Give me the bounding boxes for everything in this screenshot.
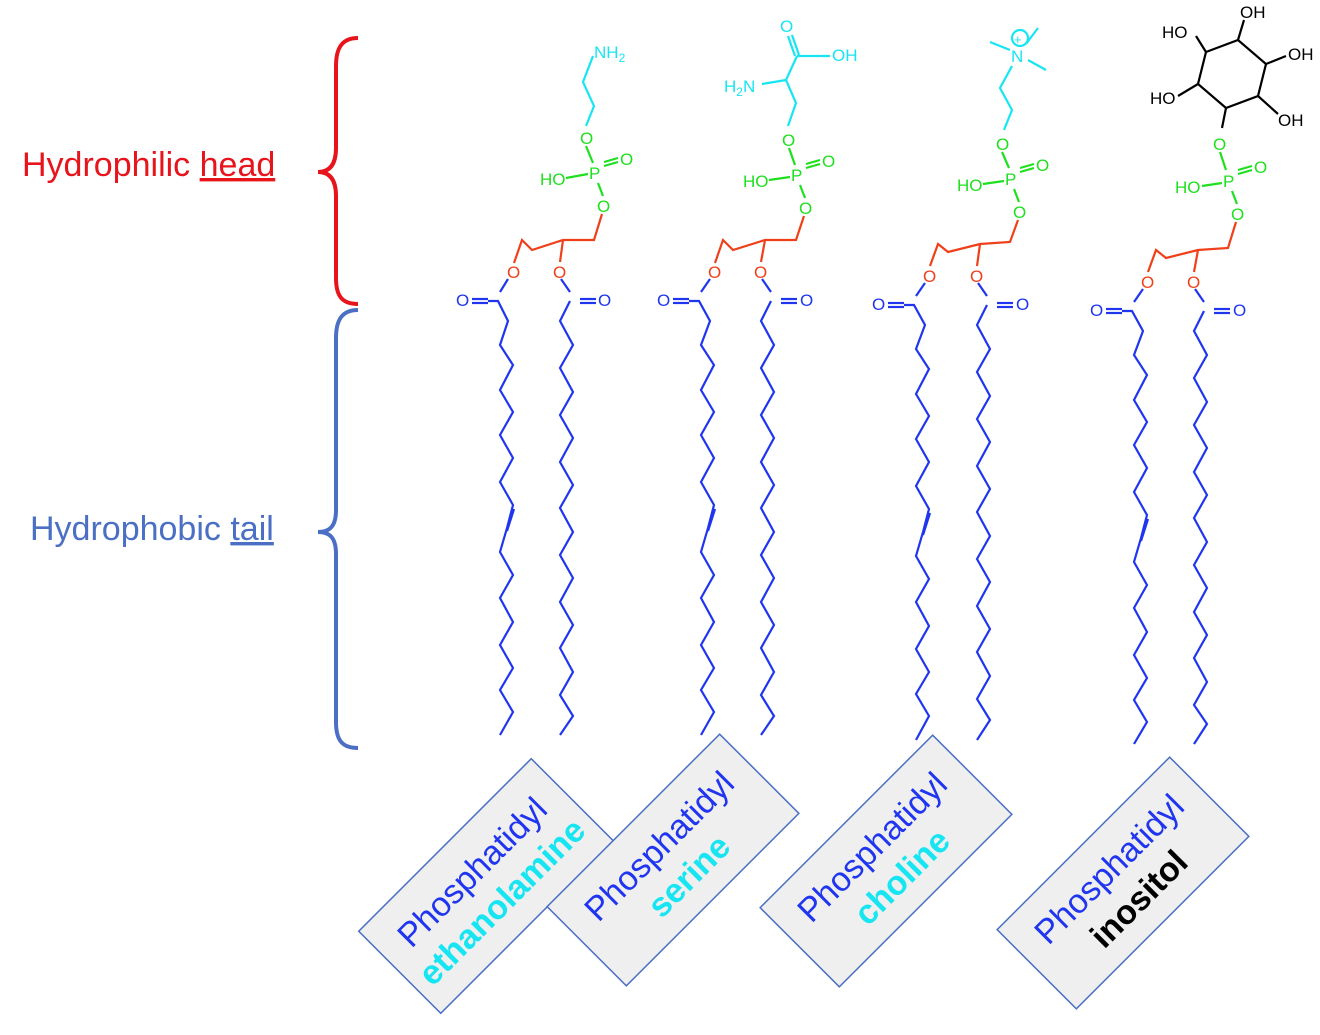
glycerol-inositol [1146, 221, 1238, 273]
o-label: O [923, 267, 936, 286]
head-group-choline [989, 27, 1047, 131]
o-label: O [1090, 301, 1103, 320]
p-label: P [1005, 170, 1016, 189]
glycerol-serine [713, 215, 806, 264]
ho-label: HO [743, 172, 769, 191]
tails-serine [673, 278, 797, 736]
o-label: O [1231, 205, 1244, 224]
o-label: O [708, 263, 721, 282]
o-label: O [1254, 158, 1267, 177]
glycerol-ethanolamine [512, 213, 604, 264]
plus-charge: + [1014, 32, 1022, 47]
o-label: O [1187, 273, 1200, 292]
tails-ethanolamine [472, 278, 596, 736]
phosphate-serine [768, 147, 821, 199]
name-box-inositol: Phosphatidyl inositol [996, 756, 1250, 1010]
o-label: O [1036, 156, 1049, 175]
tails-inositol [1106, 288, 1230, 745]
o-label: O [800, 291, 813, 310]
o-label: O [1141, 273, 1154, 292]
o-label: O [456, 291, 469, 310]
nh2-label: NH2 [594, 43, 626, 65]
phosphate-choline [982, 151, 1035, 203]
o-label: O [553, 263, 566, 282]
p-label: P [589, 164, 600, 183]
o-label: O [1233, 301, 1246, 320]
molecule-serine: O OH H2N O P O HO O O O [657, 17, 858, 736]
head-group-serine [761, 34, 830, 127]
oh-label: OH [1278, 111, 1304, 130]
tail-brace [317, 308, 359, 750]
o-label: O [657, 291, 670, 310]
phosphate-inositol [1201, 151, 1253, 205]
oh-label: OH [1288, 45, 1314, 64]
ho-label: HO [540, 170, 566, 189]
tails-choline [888, 282, 1013, 741]
head-brace [317, 36, 359, 306]
o-label: O [780, 17, 793, 36]
tail-label: Hydrophobic tail [30, 510, 274, 548]
n-label: N [1011, 47, 1023, 66]
name-box-choline: Phosphatidyl choline [759, 734, 1013, 988]
o-label: O [782, 131, 795, 150]
o-label: O [1013, 203, 1026, 222]
ho-label: HO [1162, 23, 1188, 42]
o-label: O [1016, 295, 1029, 314]
ho-label: HO [957, 176, 983, 195]
o-label: O [620, 150, 633, 169]
o-label: O [580, 129, 593, 148]
p-label: P [1223, 172, 1234, 191]
o-label: O [996, 135, 1009, 154]
molecule-inositol: OH OH OH HO HO O P O HO O O O [1090, 3, 1314, 745]
head-group-ethanolamine [581, 55, 596, 127]
p-label: P [791, 166, 802, 185]
o-label: O [598, 291, 611, 310]
o-label: O [970, 267, 983, 286]
o-label: O [507, 263, 520, 282]
inositol-ring [1177, 19, 1287, 129]
molecule-ethanolamine: NH2 O P O HO O O O O O [456, 43, 633, 736]
molecule-choline: N + O P O HO O O O O [872, 27, 1049, 741]
phosphate-ethanolamine [565, 145, 619, 197]
glycerol-choline [928, 219, 1020, 267]
o-label: O [597, 197, 610, 216]
head-label: Hydrophilic head [22, 146, 275, 184]
o-label: O [754, 263, 767, 282]
h2n-label: H2N [724, 77, 755, 99]
ho-label: HO [1175, 178, 1201, 197]
o-label: O [799, 199, 812, 218]
o-label: O [872, 295, 885, 314]
oh-label: OH [1240, 3, 1266, 22]
o-label: O [822, 152, 835, 171]
ho-label: HO [1150, 89, 1176, 108]
oh-label: OH [832, 46, 858, 65]
o-label: O [1213, 135, 1226, 154]
